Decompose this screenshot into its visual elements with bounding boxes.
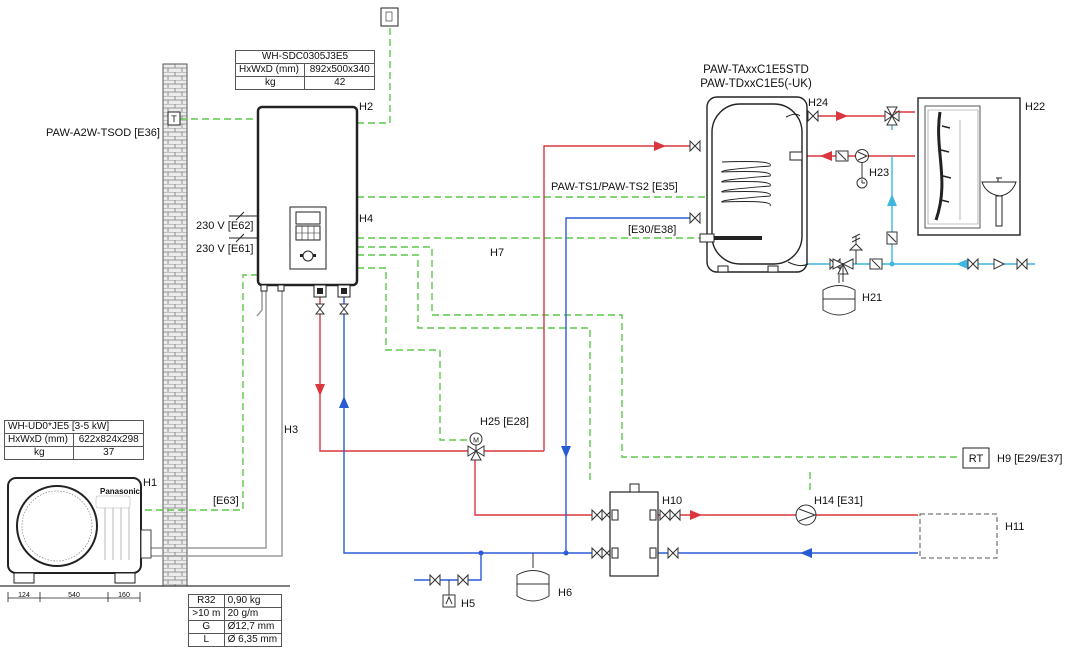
flow-arrows [315, 111, 968, 558]
room-thermostat-rt [962, 447, 990, 469]
pump-h23 [855, 149, 869, 189]
outdoor-dim-label: HxWxD (mm) [3, 433, 75, 447]
safety-valve [848, 233, 864, 264]
refrigerant-value: Ø 6,35 mm [223, 633, 283, 647]
outdoor-model: WH-UD0*JE5 [3-5 kW] [4, 420, 144, 434]
label-h7: H7 [490, 247, 504, 259]
power-label-e62: 230 V [E62] [196, 220, 254, 232]
label-h5: H5 [461, 598, 475, 610]
sensor-ts-label: PAW-TS1/PAW-TS2 [E35] [551, 181, 678, 193]
label-h23: H23 [869, 167, 889, 179]
indoor-model: WH-SDC0305J3E5 [235, 50, 375, 64]
outdoor-weight-label: kg [3, 446, 75, 460]
brick-wall [162, 63, 188, 587]
sensor-label: PAW-A2W-TSOD [E36] [46, 127, 160, 139]
outdoor-dim-middle: 540 [68, 592, 80, 599]
bathroom-h22 [917, 97, 1021, 236]
check-valves [835, 150, 1006, 270]
label-h22: H22 [1025, 101, 1045, 113]
tank-model-2: PAW-TDxxC1E5(-UK) [700, 78, 812, 90]
label-h14: H14 [E31] [814, 495, 863, 507]
h25-motor-valve: M [467, 432, 485, 461]
power-label-e61: 230 V [E61] [196, 243, 254, 255]
outdoor-unit [7, 477, 152, 584]
indoor-weight-value: 42 [304, 76, 375, 90]
buffer-tank-h10 [609, 483, 659, 577]
three-way-valve-cold [832, 258, 854, 282]
label-h24: H24 [808, 97, 828, 109]
outdoor-dim-value: 622x824x298 [73, 433, 144, 447]
refrigerant-key: L [188, 633, 225, 647]
refrigerant-key: >10 m [188, 607, 225, 621]
refrigerant-key: R32 [188, 594, 225, 608]
label-h11: H11 [1005, 521, 1024, 533]
indoor-unit [229, 105, 359, 298]
tank-model-1: PAW-TAxxC1E5STD [703, 64, 809, 76]
refrigerant-pipes [141, 290, 283, 557]
filling-point-h5 [442, 580, 456, 608]
outdoor-sensor [167, 111, 181, 126]
control-box-top [380, 7, 399, 27]
refrigerant-value: Ø12,7 mm [223, 620, 283, 634]
label-h1: H1 [143, 477, 157, 489]
sensor-symbol: T [171, 114, 177, 124]
label-h2: H2 [359, 101, 373, 113]
label-h3: H3 [284, 424, 298, 436]
rt-symbol: RT [969, 453, 984, 465]
indoor-weight-label: kg [234, 76, 306, 90]
label-h25: H25 [E28] [480, 416, 529, 428]
outdoor-brand: Panasonic [100, 487, 141, 496]
outdoor-dim-right: 160 [118, 592, 130, 599]
refrigerant-value: 0,90 kg [223, 594, 283, 608]
expansion-vessel-h6 [516, 553, 550, 602]
label-h9: H9 [E29/E37] [997, 453, 1062, 465]
outdoor-weight-value: 37 [73, 446, 144, 460]
expansion-vessel-h21 [822, 275, 856, 316]
sensor-e30-label: [E30/E38] [628, 224, 676, 236]
control-box-display [385, 11, 393, 22]
refrigerant-value: 20 g/m [223, 607, 283, 621]
label-h4: H4 [359, 213, 373, 225]
outdoor-spec-table: WH-UD0*JE5 [3-5 kW] HxWxD (mm)622x824x29… [3, 420, 144, 460]
indoor-dim-label: HxWxD (mm) [234, 63, 306, 77]
indoor-dim-value: 892x500x340 [304, 63, 375, 77]
label-e63: [E63] [213, 495, 239, 507]
cold-junction [889, 261, 895, 267]
flow-pipes [319, 111, 918, 516]
label-h10: H10 [662, 495, 682, 507]
label-h21: H21 [862, 292, 882, 304]
dhw-tank [699, 96, 809, 273]
heating-circuit-h11 [919, 513, 998, 559]
label-h6: H6 [558, 587, 572, 599]
mixing-valve-dhw [884, 106, 900, 126]
outdoor-dim-left: 124 [18, 592, 30, 599]
junction-dots [478, 550, 569, 556]
motor-symbol: M [473, 438, 479, 445]
outdoor-dimension-line [7, 592, 141, 602]
refrigerant-key: G [188, 620, 225, 634]
pump-h14 [795, 504, 817, 526]
signal-lines [141, 26, 960, 511]
